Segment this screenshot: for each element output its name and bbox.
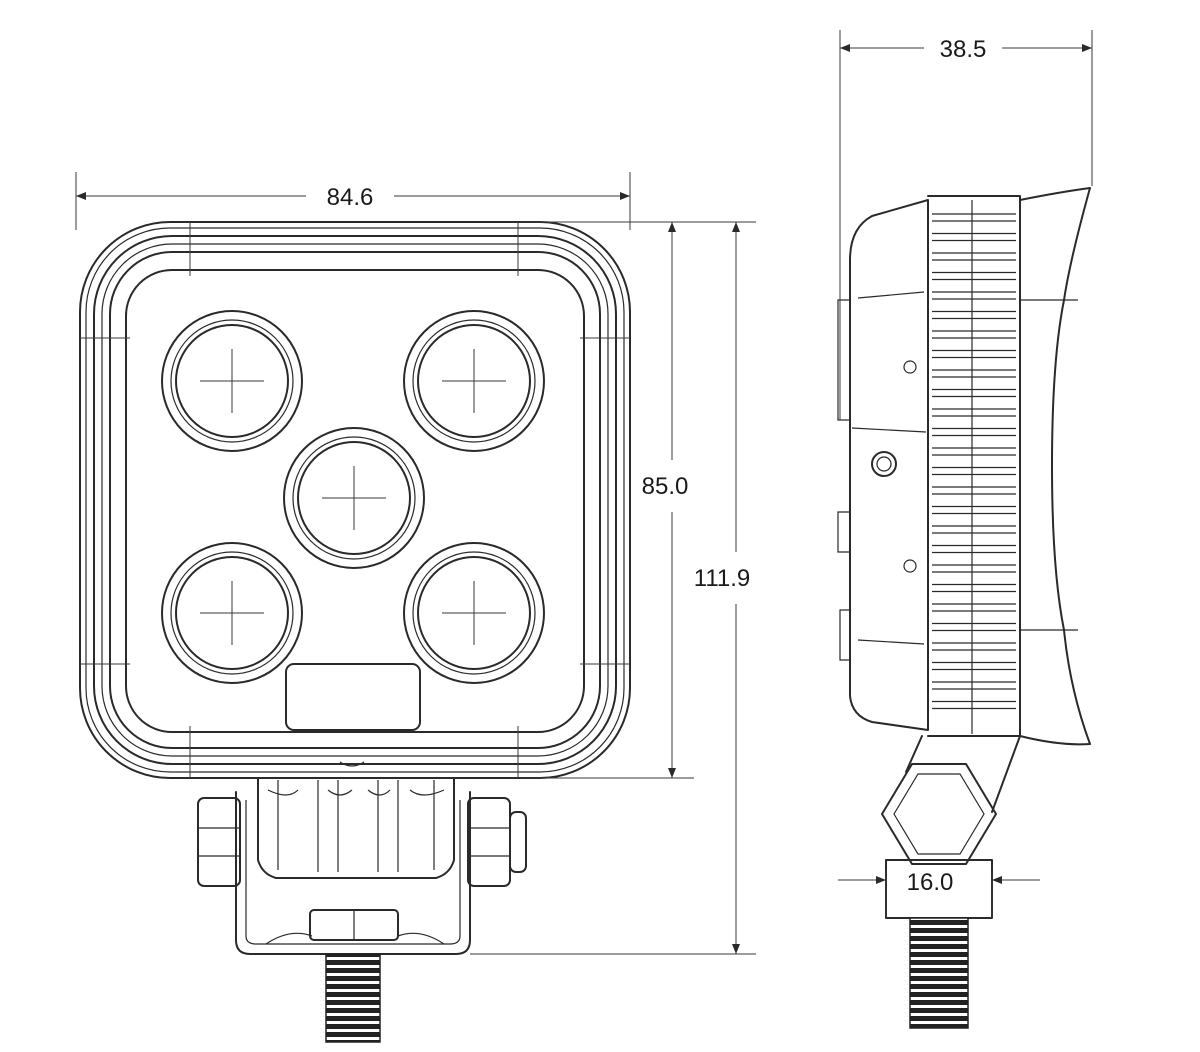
label-plate [285, 663, 421, 731]
threaded-bolt-side [909, 917, 969, 1029]
front-view [79, 221, 631, 1043]
dimension-lines [75, 30, 1093, 955]
led-lens-bottom-left [161, 542, 303, 684]
threaded-bolt [325, 953, 381, 1043]
dim-depth-label: 38.5 [940, 36, 987, 63]
dim-height-label: 85.0 [642, 473, 689, 500]
dim-width-label: 84.6 [327, 184, 374, 211]
mounting-bracket [197, 777, 527, 955]
led-lens-bottom-right [403, 542, 545, 684]
dim-bolt-width-label: 16.0 [907, 869, 954, 896]
led-lens-top-right [403, 310, 545, 452]
led-lens-center [283, 427, 425, 569]
led-lens-top-left [161, 310, 303, 452]
hex-nut [881, 763, 997, 865]
side-view [837, 187, 1091, 1029]
dim-overall-height-label: 111.9 [694, 565, 751, 592]
